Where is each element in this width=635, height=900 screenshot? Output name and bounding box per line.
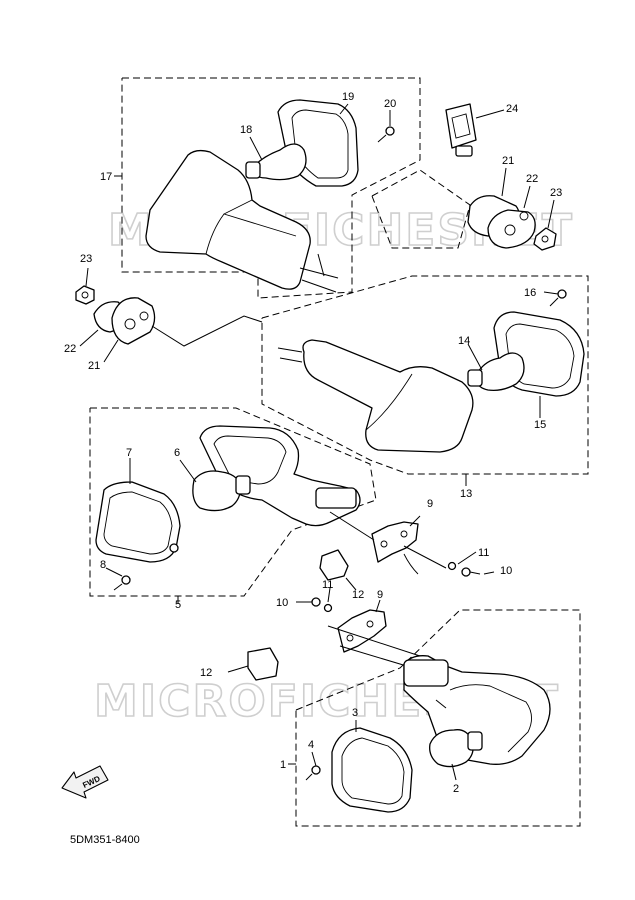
callout-15: 15 — [534, 419, 546, 431]
callout-22-left: 22 — [64, 343, 76, 355]
assembly-13-group — [261, 275, 589, 486]
housing-13 — [302, 339, 474, 453]
callout-12-lower: 12 — [200, 667, 212, 679]
callout-11-left: 11 — [322, 579, 333, 591]
nut-23-left — [75, 285, 95, 305]
assembly-1-group — [288, 609, 581, 827]
connector-12-middle — [319, 549, 357, 591]
callout-9-upper: 9 — [427, 498, 433, 510]
callout-3: 3 — [352, 707, 358, 719]
callout-24: 24 — [506, 103, 518, 115]
assembly-5-group — [89, 407, 377, 604]
callout-23-left: 23 — [80, 253, 92, 265]
callout-2: 2 — [453, 783, 459, 795]
callout-4: 4 — [308, 739, 314, 751]
callout-16: 16 — [524, 287, 536, 299]
bracket-9-lower — [327, 599, 421, 671]
bulb-6 — [192, 470, 241, 512]
grommet-set-right — [467, 167, 557, 251]
bulb-18 — [251, 143, 307, 181]
callout-1: 1 — [280, 759, 286, 771]
assembly-17-group — [114, 77, 421, 299]
nut-23-right — [533, 227, 557, 251]
fwd-arrow-icon: FWD — [61, 765, 109, 799]
bulb-2 — [429, 729, 474, 768]
grommet-set-left — [75, 267, 263, 363]
callout-10-left: 10 — [276, 597, 288, 609]
bulb-14 — [475, 352, 525, 392]
housing-17 — [145, 149, 311, 290]
washer-22-right — [487, 209, 536, 249]
bracket-9-upper — [329, 511, 447, 575]
callout-22-right: 22 — [526, 173, 538, 185]
callout-10-right: 10 — [500, 565, 512, 577]
bracket-24 — [445, 103, 505, 157]
callout-5: 5 — [175, 599, 181, 611]
callout-8: 8 — [100, 559, 106, 571]
callout-21-right: 21 — [502, 155, 514, 167]
callout-12-middle: 12 — [352, 589, 364, 601]
callout-23-right: 23 — [550, 187, 562, 199]
callout-20: 20 — [384, 98, 396, 110]
callout-14: 14 — [458, 335, 470, 347]
diagram-code: 5DM351-8400 — [70, 834, 140, 846]
callout-13: 13 — [460, 488, 472, 500]
callout-17: 17 — [100, 171, 112, 183]
connector-12-lower — [227, 647, 279, 681]
callout-9-lower: 9 — [377, 589, 383, 601]
callout-18: 18 — [240, 124, 252, 136]
grommet-21-left — [111, 297, 156, 345]
fasteners — [296, 551, 495, 613]
callout-7: 7 — [126, 447, 132, 459]
callout-19: 19 — [342, 91, 354, 103]
callout-11-right: 11 — [478, 547, 489, 559]
callout-21-left: 21 — [88, 360, 100, 372]
callout-6: 6 — [174, 447, 180, 459]
callout-labels: 1 2 3 4 5 6 7 8 9 9 10 10 11 11 12 12 13… — [64, 91, 562, 795]
